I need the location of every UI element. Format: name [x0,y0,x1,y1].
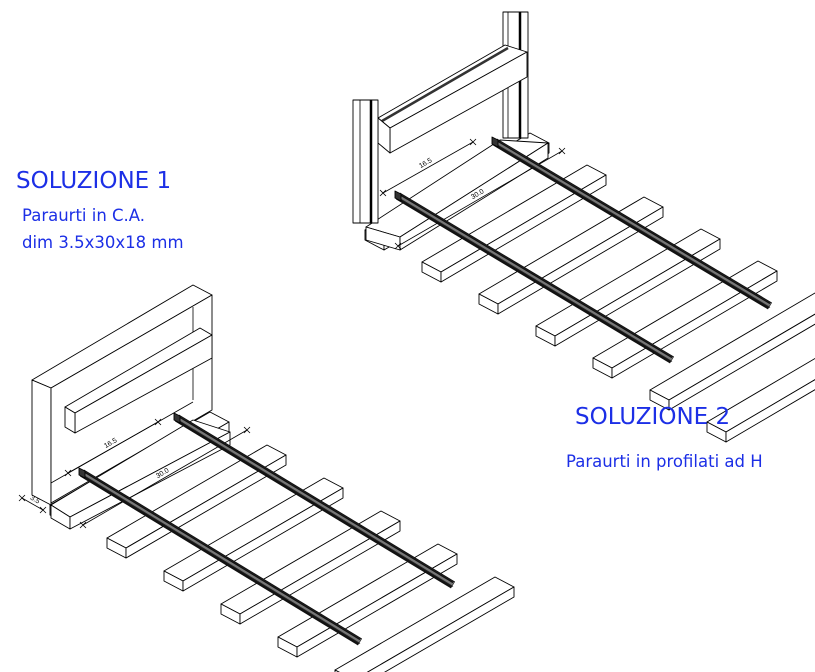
s2-dim-gauge-line [382,141,474,194]
s2-rail-near-head [397,192,673,359]
s2-dim-gauge-label: 16.5 [418,157,433,170]
s1-sleeper-2-side [239,520,401,625]
s1-rail-near-foot [81,474,361,644]
s1-rail-far-end-profile [173,412,181,424]
s1-dim-sleeper-tick [79,521,87,529]
s1-base-side [69,431,231,530]
s2-sleeper-0-side [440,174,607,283]
s1-dim-thickness-tick [39,506,47,514]
s1-sleeper-0-side [125,454,287,559]
s1-rail-far-foot [176,419,454,587]
s1-dim-gauge-line [67,421,159,474]
s2-rail-near-end-profile [394,190,402,202]
s2-rail-far-head [494,138,771,305]
solution2-title: SOLUZIONE 2 [575,404,731,430]
s2-sleeper-1-side [497,206,664,315]
solution2-description: Paraurti in profilati ad H [566,452,763,471]
s1-rail-far-head [176,414,454,584]
s1-sleeper-4-side [366,586,515,672]
s2-dim-gauge-tick [379,189,387,197]
s2-sleeper-5-side [725,379,815,443]
s1-dim-gauge-tick [64,469,72,477]
s1-dim-thickness-tick [18,494,26,502]
s2-left-post [352,99,379,224]
s2-rail-near-foot [397,197,673,362]
s1-buffer-beam-end [64,406,76,434]
s1-dim-thickness-line [21,497,44,511]
s1-rail-near-end-profile [78,467,86,479]
s2-buffer-beam-groove [381,46,509,123]
s2-dim-sleeper-tick [558,147,566,155]
s1-dim-thickness-label: 3.5 [29,495,41,506]
s2-rail-far-end-profile [491,136,499,148]
s1-sleeper-1-side [182,487,344,592]
s2-rail-near-web [396,193,674,361]
s2-dim-sleeper-tick [394,242,402,250]
s1-rail-near-web [80,470,362,643]
solution1-description: Paraurti in C.A. [22,206,146,225]
s2-sleeper-4-side [668,313,815,411]
s1-rail-near-head [81,469,361,641]
s1-dim-sleeper-tick [243,426,251,434]
s2-rail-far-web [493,139,772,307]
s1-wall-side [31,379,52,506]
s2-dim-gauge-tick [469,138,477,146]
s1-rail-far-web [175,415,455,586]
solution1-title: SOLUZIONE 1 [16,168,172,194]
s2-rail-far-foot [494,143,771,308]
solution1-dimensions: dim 3.5x30x18 mm [22,233,184,252]
s1-dim-gauge-tick [154,418,162,426]
